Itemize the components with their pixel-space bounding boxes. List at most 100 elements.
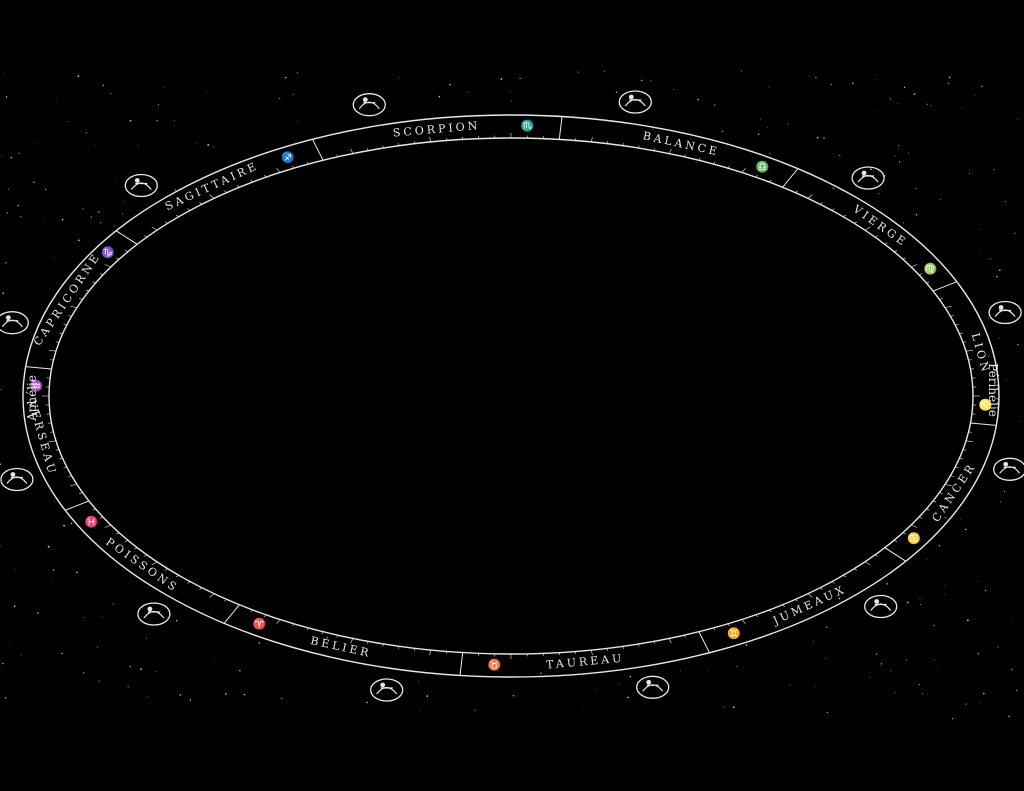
cancer-figure-icon — [993, 457, 1024, 481]
star — [175, 619, 178, 622]
tick — [224, 599, 227, 602]
sign-symbol: ♌ — [979, 398, 993, 411]
star — [101, 615, 103, 617]
tick — [59, 458, 63, 460]
star — [741, 653, 742, 655]
tick — [124, 250, 129, 252]
tick — [59, 332, 63, 334]
tick — [769, 609, 772, 613]
star — [406, 692, 408, 694]
star — [976, 116, 978, 118]
star — [382, 88, 384, 90]
tick — [321, 631, 324, 635]
star — [121, 213, 123, 215]
star — [885, 598, 887, 600]
tick — [893, 540, 898, 542]
tick — [727, 623, 730, 627]
sign-symbol: ♈ — [252, 618, 266, 631]
star — [9, 645, 10, 646]
tick — [939, 492, 943, 494]
tick — [104, 264, 112, 268]
tick — [959, 332, 963, 334]
tick — [831, 208, 835, 211]
tick — [164, 221, 168, 224]
star — [851, 82, 854, 85]
star — [960, 519, 962, 520]
star — [146, 637, 148, 639]
star — [163, 647, 165, 649]
star — [280, 697, 283, 700]
star — [922, 692, 924, 694]
star — [839, 154, 841, 156]
star — [915, 214, 918, 216]
star — [207, 144, 210, 146]
star — [979, 703, 981, 705]
tick — [902, 532, 906, 535]
tick — [622, 646, 624, 649]
tick — [151, 561, 158, 566]
star — [768, 152, 770, 154]
star — [1017, 344, 1019, 346]
tick — [950, 315, 954, 317]
tick — [151, 226, 158, 231]
tick — [864, 226, 871, 231]
tick — [910, 524, 918, 528]
star — [650, 80, 652, 82]
star — [870, 168, 872, 171]
star — [243, 693, 246, 696]
tick — [92, 508, 96, 511]
tick — [70, 483, 77, 487]
star — [55, 98, 57, 100]
star — [619, 684, 621, 686]
star — [741, 70, 742, 72]
star — [510, 100, 512, 102]
star — [814, 685, 816, 687]
star — [90, 216, 92, 218]
star — [67, 120, 69, 123]
star — [292, 94, 294, 96]
star — [947, 82, 950, 85]
star — [880, 663, 883, 665]
star — [907, 152, 909, 154]
tick — [769, 179, 772, 183]
tick — [713, 627, 716, 631]
sign-divider — [25, 366, 52, 370]
star — [129, 665, 131, 668]
inner-orbit-ring — [48, 137, 974, 655]
virgo-figure-icon — [851, 166, 885, 190]
star — [467, 91, 470, 94]
star — [98, 680, 100, 682]
pisces-figure-icon — [137, 602, 171, 626]
star — [156, 119, 159, 122]
star — [875, 653, 878, 655]
tick — [63, 323, 67, 326]
tick — [755, 614, 758, 618]
star — [721, 130, 724, 133]
star — [789, 684, 791, 686]
star — [37, 612, 39, 614]
tick — [85, 289, 90, 292]
star — [10, 231, 12, 232]
star — [944, 594, 945, 596]
tick — [209, 194, 215, 199]
tick — [70, 305, 77, 309]
star — [1008, 715, 1010, 717]
star — [989, 258, 992, 260]
tick — [187, 208, 191, 211]
star — [894, 155, 896, 157]
star — [519, 77, 521, 80]
star — [43, 220, 45, 222]
sign-symbol: ♒ — [29, 380, 43, 393]
star — [627, 696, 629, 699]
tick — [864, 561, 871, 566]
star — [366, 701, 368, 704]
tick — [638, 643, 640, 647]
star — [174, 120, 176, 122]
star — [94, 144, 96, 146]
tick — [874, 554, 878, 557]
star — [85, 132, 87, 134]
star — [936, 665, 938, 667]
star — [398, 77, 400, 79]
star — [939, 199, 942, 201]
star — [206, 90, 208, 92]
